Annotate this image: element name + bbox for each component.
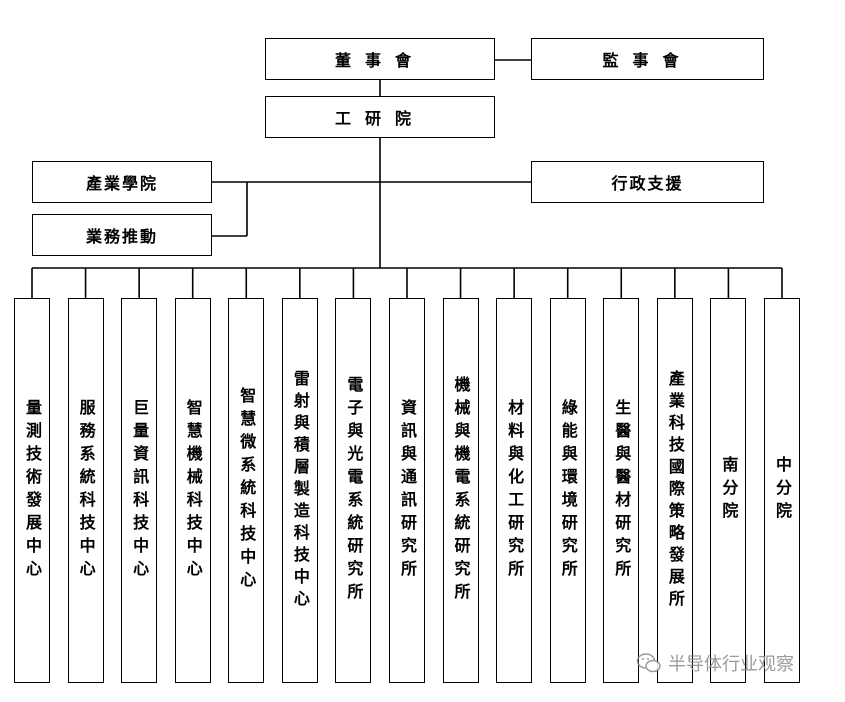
- watermark: 半导体行业观察: [636, 650, 794, 676]
- unit-box-8: 資訊與通訊研究所: [388, 298, 425, 683]
- unit-box-1: 量測技術發展中心: [14, 298, 50, 683]
- unit-box-7: 電子與光電系統研究所: [335, 298, 372, 683]
- academy-label: 產業學院: [85, 174, 158, 193]
- unit-label: 綠能與環境研究所: [558, 398, 578, 583]
- unit-label: 中分院: [772, 456, 792, 525]
- unit-label: 量測技術發展中心: [23, 398, 42, 583]
- unit-label: 機械與機電系統研究所: [451, 375, 471, 606]
- unit-label: 資訊與通訊研究所: [397, 398, 417, 583]
- unit-label: 巨量資訊科技中心: [130, 398, 150, 583]
- business-promotion-box: 業務推動: [32, 214, 212, 256]
- admin-support-box: 行政支援: [531, 161, 764, 203]
- unit-label: 雷射與積層製造科技中心: [290, 369, 310, 612]
- wechat-icon: [636, 653, 661, 673]
- board-label: 董事會: [334, 51, 425, 70]
- unit-label: 材料與化工研究所: [505, 398, 525, 583]
- unit-box-5: 智慧微系統科技中心: [228, 298, 265, 683]
- unit-label: 生醫與醫材研究所: [612, 398, 632, 583]
- unit-box-11: 綠能與環境研究所: [549, 298, 586, 683]
- unit-box-15: 中分院: [763, 298, 800, 683]
- unit-box-12: 生醫與醫材研究所: [603, 298, 640, 683]
- unit-label: 產業科技國際策略發展所: [665, 369, 685, 612]
- academy-box: 產業學院: [32, 161, 212, 203]
- board-of-supervisors-box: 監事會: [531, 38, 764, 80]
- board-of-directors-box: 董事會: [265, 38, 495, 80]
- unit-label: 南分院: [719, 456, 739, 525]
- unit-label: 智慧機械科技中心: [183, 398, 203, 583]
- supervisors-label: 監事會: [602, 51, 693, 70]
- unit-box-2: 服務系統科技中心: [67, 298, 104, 683]
- unit-box-10: 材料與化工研究所: [496, 298, 533, 683]
- unit-label: 電子與光電系統研究所: [344, 375, 364, 606]
- itri-label: 工研院: [334, 109, 425, 128]
- itri-box: 工研院: [265, 96, 495, 138]
- unit-label: 服務系統科技中心: [76, 398, 96, 583]
- unit-box-6: 雷射與積層製造科技中心: [281, 298, 318, 683]
- admin-label: 行政支援: [611, 174, 684, 193]
- unit-box-3: 巨量資訊科技中心: [121, 298, 158, 683]
- unit-box-4: 智慧機械科技中心: [174, 298, 211, 683]
- unit-box-14: 南分院: [710, 298, 747, 683]
- unit-box-13: 產業科技國際策略發展所: [656, 298, 693, 683]
- unit-label: 智慧微系統科技中心: [237, 387, 257, 594]
- business-label: 業務推動: [85, 227, 158, 246]
- watermark-text: 半导体行业观察: [668, 654, 794, 675]
- unit-box-9: 機械與機電系統研究所: [442, 298, 479, 683]
